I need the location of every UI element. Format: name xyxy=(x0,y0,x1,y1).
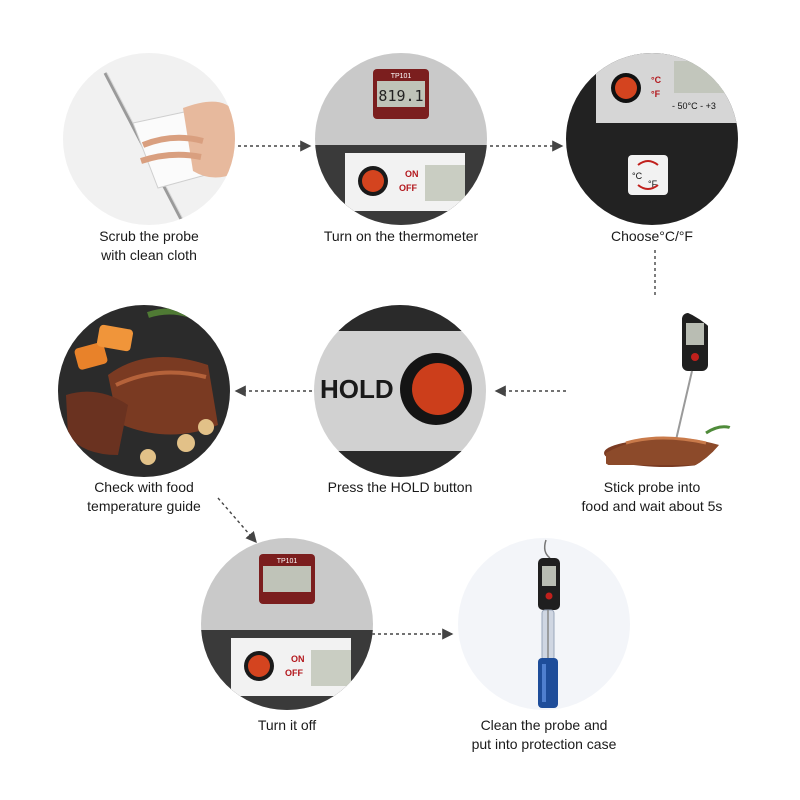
step-2-caption: Turn on the thermometer xyxy=(291,227,511,246)
model-label: TP101 xyxy=(391,73,412,80)
step-4-caption: Stick probe into food and wait about 5s xyxy=(542,478,762,516)
toggle-f-label: °F xyxy=(648,179,658,189)
caption-line: put into protection case xyxy=(471,736,617,752)
on-label: ON xyxy=(405,169,419,179)
on-label-off: ON xyxy=(291,654,305,664)
caption-line: temperature guide xyxy=(87,498,201,514)
unit-c-label: °C xyxy=(651,75,662,85)
caption-line: Clean the probe and xyxy=(480,717,608,733)
caption-line: Press the HOLD button xyxy=(327,479,473,495)
step-6-caption: Check with food temperature guide xyxy=(34,478,254,516)
toggle-c-label: °C xyxy=(632,171,643,181)
off-label-off: OFF xyxy=(285,668,303,678)
step-1-image xyxy=(63,53,235,225)
lcd-reading: 819.1 xyxy=(378,87,423,105)
step-1-caption: Scrub the probe with clean cloth xyxy=(39,227,259,265)
step-7-image: TP101 ON OFF xyxy=(201,538,373,710)
step-5-image: HOLD xyxy=(314,305,486,477)
step-8-caption: Clean the probe and put into protection … xyxy=(434,716,654,754)
caption-line: food and wait about 5s xyxy=(581,498,723,514)
step-7-caption: Turn it off xyxy=(177,716,397,735)
step-3-caption: Choose°C/°F xyxy=(542,227,762,246)
step-5-caption: Press the HOLD button xyxy=(290,478,510,497)
step-8-image xyxy=(458,538,630,710)
step-2-image: TP101 819.1 ON OFF xyxy=(315,53,487,225)
hold-label: HOLD xyxy=(320,374,394,404)
caption-line: Turn it off xyxy=(257,717,317,733)
caption-line: Choose°C/°F xyxy=(610,228,693,244)
unit-f-label: °F xyxy=(651,89,661,99)
model-label-off: TP101 xyxy=(277,558,298,565)
step-4-image xyxy=(566,305,738,477)
caption-line: with clean cloth xyxy=(101,247,197,263)
step-6-image xyxy=(58,305,230,477)
step-3-image: °C °F - 50°C - +3 °C °F xyxy=(566,53,738,225)
caption-line: Scrub the probe xyxy=(99,228,199,244)
off-label: OFF xyxy=(399,183,417,193)
range-label: - 50°C - +3 xyxy=(672,101,716,111)
caption-line: Stick probe into xyxy=(603,479,701,495)
caption-line: Turn on the thermometer xyxy=(323,228,479,244)
caption-line: Check with food xyxy=(94,479,194,495)
